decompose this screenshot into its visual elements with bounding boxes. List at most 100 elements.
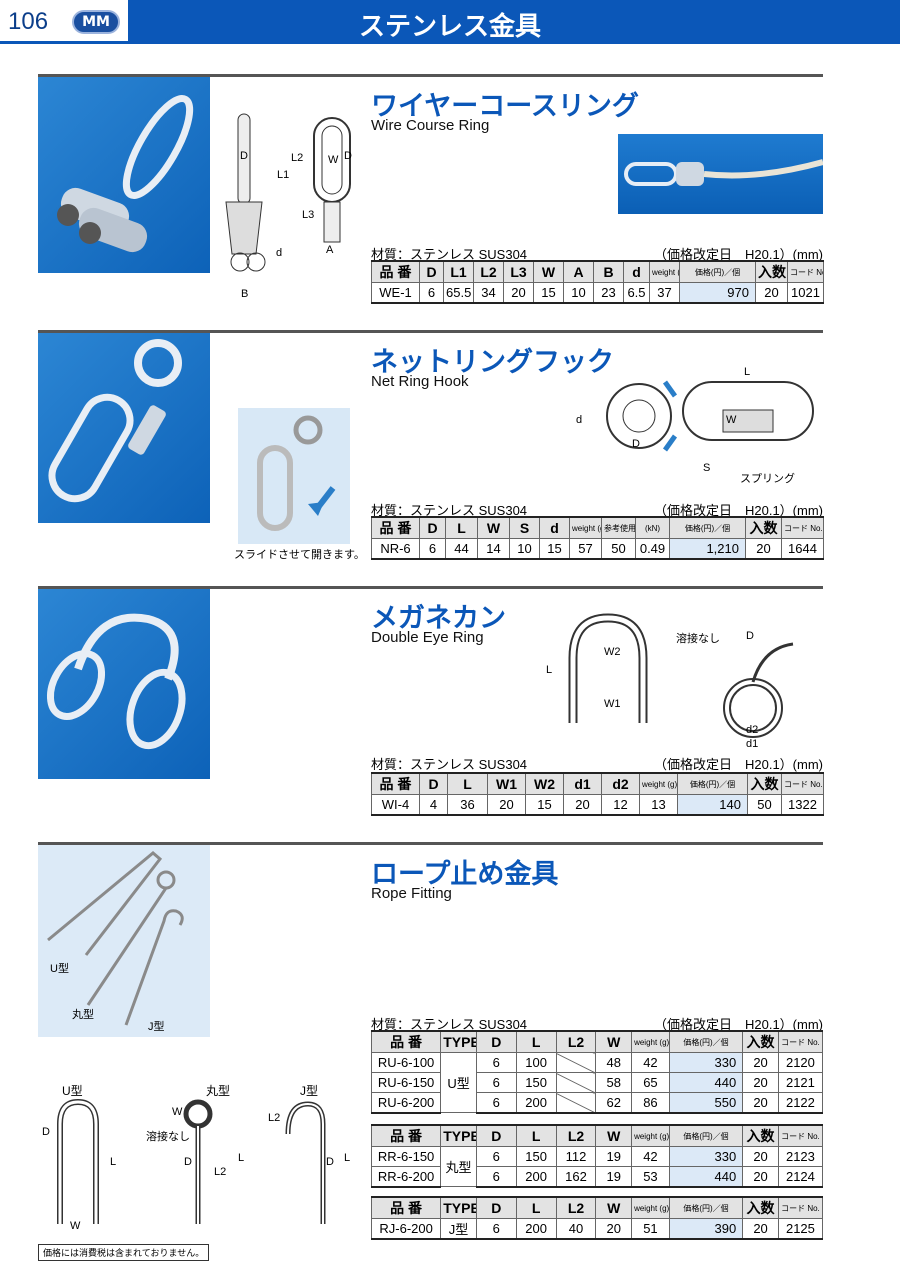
table-cell: 150 bbox=[515, 1072, 557, 1093]
section-divider bbox=[38, 74, 823, 77]
column-header: 品 番 bbox=[371, 772, 420, 795]
price-cell: 970 bbox=[679, 282, 756, 304]
table-row: RU-6-100 U型 6 100 48 42 330 20 2120 bbox=[370, 1052, 824, 1113]
table-cell: 58 bbox=[595, 1072, 633, 1093]
table-cell: 19 bbox=[595, 1166, 633, 1188]
rope-fitting-photo-icon bbox=[47, 851, 184, 1026]
column-header: 品 番 bbox=[371, 516, 420, 539]
table-cell: 6.5 bbox=[623, 282, 650, 304]
rope-application-icon bbox=[624, 159, 824, 186]
table-cell: 20 bbox=[503, 282, 534, 304]
product-photo bbox=[38, 333, 210, 523]
price-cell: 330 bbox=[668, 1146, 744, 1167]
table-cell: 44 bbox=[445, 538, 478, 560]
diagram-label: L bbox=[238, 1152, 245, 1164]
column-header: コード No. bbox=[777, 1196, 824, 1219]
table-cell: 37 bbox=[649, 282, 680, 304]
column-header: TYPE bbox=[440, 1196, 477, 1219]
diagram-label: W bbox=[70, 1220, 81, 1232]
table-cell: 2122 bbox=[777, 1092, 824, 1114]
table-row: RU-6-200 6 200 62 86 550 20 2122 bbox=[370, 1092, 824, 1114]
revision-text: （価格改定日 H20.1）(mm) bbox=[653, 1017, 823, 1032]
diagram-label: D bbox=[184, 1156, 192, 1168]
table-cell: 150 bbox=[515, 1146, 557, 1167]
table-cell: 2124 bbox=[777, 1166, 824, 1188]
diagram-label: スプリング bbox=[740, 473, 795, 485]
diagram-label: W1 bbox=[604, 698, 621, 710]
table-cell: 20 bbox=[745, 538, 782, 560]
section-net-ring-hook: スライドさせて開きます。 L d W D S スプリング ネットリングフック N… bbox=[38, 330, 824, 570]
column-header: コード No. bbox=[777, 1124, 824, 1147]
empty-cell bbox=[555, 1072, 597, 1093]
column-header: 価格(円)／個 bbox=[668, 1030, 744, 1053]
product-title: メガネカン bbox=[371, 603, 506, 634]
table-cell: RU-6-100 bbox=[370, 1052, 442, 1073]
photo-note: スライドさせて開きます。 bbox=[234, 549, 365, 561]
column-header: L bbox=[447, 772, 488, 795]
diagram-label: D bbox=[746, 630, 754, 642]
column-header: B bbox=[593, 260, 624, 283]
column-header: d bbox=[623, 260, 650, 283]
column-header: 入数 bbox=[742, 1030, 779, 1053]
table-cell: 34 bbox=[473, 282, 504, 304]
column-header: 価格(円)／個 bbox=[668, 1124, 744, 1147]
table-header-row: 品 番 D L1 L2 L3 W A B d weight (g) 価格(円)／… bbox=[371, 260, 824, 283]
table-cell: 42 bbox=[631, 1146, 670, 1167]
table-cell: 0.49 bbox=[635, 538, 670, 560]
diagram-label: d2 bbox=[746, 724, 759, 736]
table-cell: 20 bbox=[755, 282, 788, 304]
diagram-label: L2 bbox=[268, 1112, 281, 1124]
column-header: 品 番 bbox=[371, 260, 420, 283]
spec-table: 品 番 D L W S d weight (g) 参考使用荷重 (kgf) (k… bbox=[371, 516, 824, 560]
column-header: W bbox=[595, 1030, 633, 1053]
usage-photo bbox=[238, 408, 350, 544]
diagram-label: S bbox=[703, 462, 711, 474]
diagram-label: L3 bbox=[302, 209, 315, 221]
diagram-label: D bbox=[240, 150, 248, 162]
type-cell: U型 bbox=[440, 1052, 477, 1113]
table-cell: 10 bbox=[509, 538, 540, 560]
column-header: L3 bbox=[503, 260, 534, 283]
diagram-label: d bbox=[276, 247, 283, 259]
table-cell: 65 bbox=[631, 1072, 670, 1093]
column-header: weight (g) bbox=[639, 772, 678, 795]
column-header: W bbox=[477, 516, 510, 539]
diagram-label: D bbox=[42, 1126, 50, 1138]
table-row: RJ-6-200 J型 6 200 40 20 51 390 20 2125 bbox=[370, 1218, 824, 1240]
photo-label: 丸型 bbox=[72, 1009, 94, 1021]
table-cell: 4 bbox=[419, 794, 448, 816]
column-header: TYPE bbox=[440, 1030, 477, 1053]
spec-table: 品 番 D L1 L2 L3 W A B d weight (g) 価格(円)／… bbox=[371, 260, 824, 304]
table-cell: 20 bbox=[742, 1166, 779, 1188]
table-cell: 15 bbox=[539, 538, 570, 560]
table-cell: 100 bbox=[515, 1052, 557, 1073]
price-cell: 440 bbox=[668, 1072, 744, 1093]
column-header: 入数 bbox=[742, 1124, 779, 1147]
product-subtitle: Net Ring Hook bbox=[371, 373, 469, 390]
tax-footnote: 価格には消費税は含まれておりません。 bbox=[38, 1244, 210, 1261]
column-header: 参考使用荷重 (kgf) bbox=[601, 516, 636, 539]
spec-table-round-type: 品 番 TYPE D L L2 W weight (g) 価格(円)／個 入数 … bbox=[370, 1124, 824, 1188]
table-cell: 23 bbox=[593, 282, 624, 304]
table-cell: 200 bbox=[515, 1218, 557, 1240]
column-header: TYPE bbox=[440, 1124, 477, 1147]
diagram-label: d bbox=[576, 414, 583, 426]
column-header: D bbox=[475, 1124, 517, 1147]
table-cell: WE-1 bbox=[371, 282, 420, 304]
table-cell: 13 bbox=[639, 794, 678, 816]
table-cell: 65.5 bbox=[443, 282, 474, 304]
column-header: A bbox=[563, 260, 594, 283]
column-header: W1 bbox=[487, 772, 526, 795]
diagram-title: U型 bbox=[62, 1084, 83, 1098]
page-number-box: 106 MM bbox=[0, 0, 128, 44]
diagram-label: W bbox=[172, 1106, 183, 1118]
column-header: W2 bbox=[525, 772, 564, 795]
table-cell: 112 bbox=[555, 1146, 597, 1167]
table-cell: 50 bbox=[747, 794, 782, 816]
section-divider bbox=[38, 330, 823, 333]
column-header: L bbox=[515, 1196, 557, 1219]
section-divider bbox=[38, 586, 823, 589]
table-cell: 20 bbox=[563, 794, 602, 816]
diagram-label: L bbox=[744, 366, 751, 378]
table-row: NR-6 6 44 14 10 15 57 50 0.49 1,210 20 1… bbox=[371, 538, 824, 560]
